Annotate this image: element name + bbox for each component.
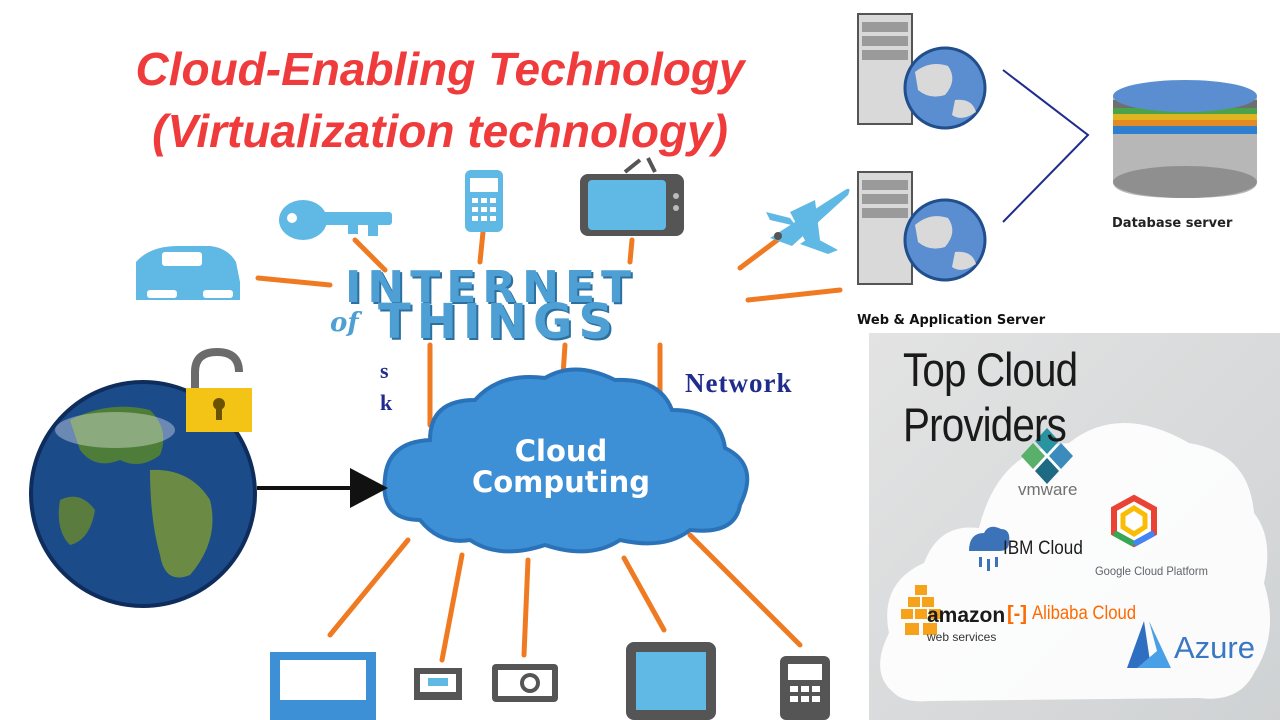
web-application-server-label: Web & Application Server — [857, 313, 1046, 328]
google-cloud-label: Google Cloud Platform — [1095, 564, 1208, 578]
cloud-computing-shape — [382, 367, 750, 554]
camera-icon — [492, 664, 558, 702]
padlock-icon — [186, 347, 252, 432]
amazon-label: amazon — [927, 604, 1006, 627]
server-icon — [857, 13, 987, 130]
amazon-aws-icon — [901, 585, 941, 635]
mobile-phone-icon — [465, 170, 503, 232]
globe-icon — [29, 380, 257, 608]
google-cloud-icon — [1111, 494, 1157, 548]
server-connector-lines — [1002, 69, 1090, 223]
azure-label: Azure — [1174, 630, 1255, 665]
vmware-icon — [1021, 428, 1073, 484]
providers-title: Top Cloud Providers — [903, 343, 1078, 451]
cctv-camera-icon — [414, 668, 462, 700]
cloud-computing-label: Cloud Computing — [436, 436, 686, 498]
arrow-icon — [257, 468, 388, 508]
svg-text:[-]: [-] — [1007, 603, 1027, 625]
key-icon — [279, 200, 392, 240]
cloud-label-line-1: Cloud — [514, 434, 608, 468]
network-label: Network — [685, 368, 793, 398]
car-icon — [136, 244, 240, 304]
iot-connectors-upper — [255, 229, 843, 428]
providers-cloud-shape: [-] — [880, 423, 1271, 702]
iot-internet-label: INTERNET — [345, 262, 638, 313]
ibm-cloud-label: IBM Cloud — [1003, 538, 1083, 559]
iot-things-label: THINGS — [378, 294, 619, 350]
page-title: Cloud-Enabling Technology (Virtualizatio… — [40, 38, 840, 162]
title-line-1: Cloud-Enabling Technology — [135, 43, 745, 95]
television-icon — [580, 157, 684, 236]
alibaba-cloud-icon: [-] — [1007, 603, 1027, 625]
text-fragment: k — [380, 390, 393, 415]
text-fragment: s — [380, 358, 389, 383]
airplane-icon — [766, 188, 850, 254]
vmware-label: vmware — [1018, 480, 1078, 499]
azure-icon — [1127, 621, 1171, 668]
amazon-web-services-label: web services — [927, 630, 997, 644]
tablet-icon — [626, 642, 716, 720]
database-server-label: Database server — [1112, 216, 1233, 231]
cloud-label-line-2: Computing — [471, 465, 651, 499]
iot-connectors-lower — [327, 532, 803, 663]
title-line-2: (Virtualization technology) — [152, 105, 728, 157]
monitor-icon — [270, 652, 376, 720]
iot-of-label: of — [330, 308, 359, 338]
database-icon — [1113, 80, 1257, 198]
alibaba-cloud-label: Alibaba Cloud — [1032, 603, 1137, 624]
ibm-cloud-icon — [969, 526, 1010, 571]
server-icon — [857, 171, 987, 285]
pda-icon — [780, 656, 830, 720]
